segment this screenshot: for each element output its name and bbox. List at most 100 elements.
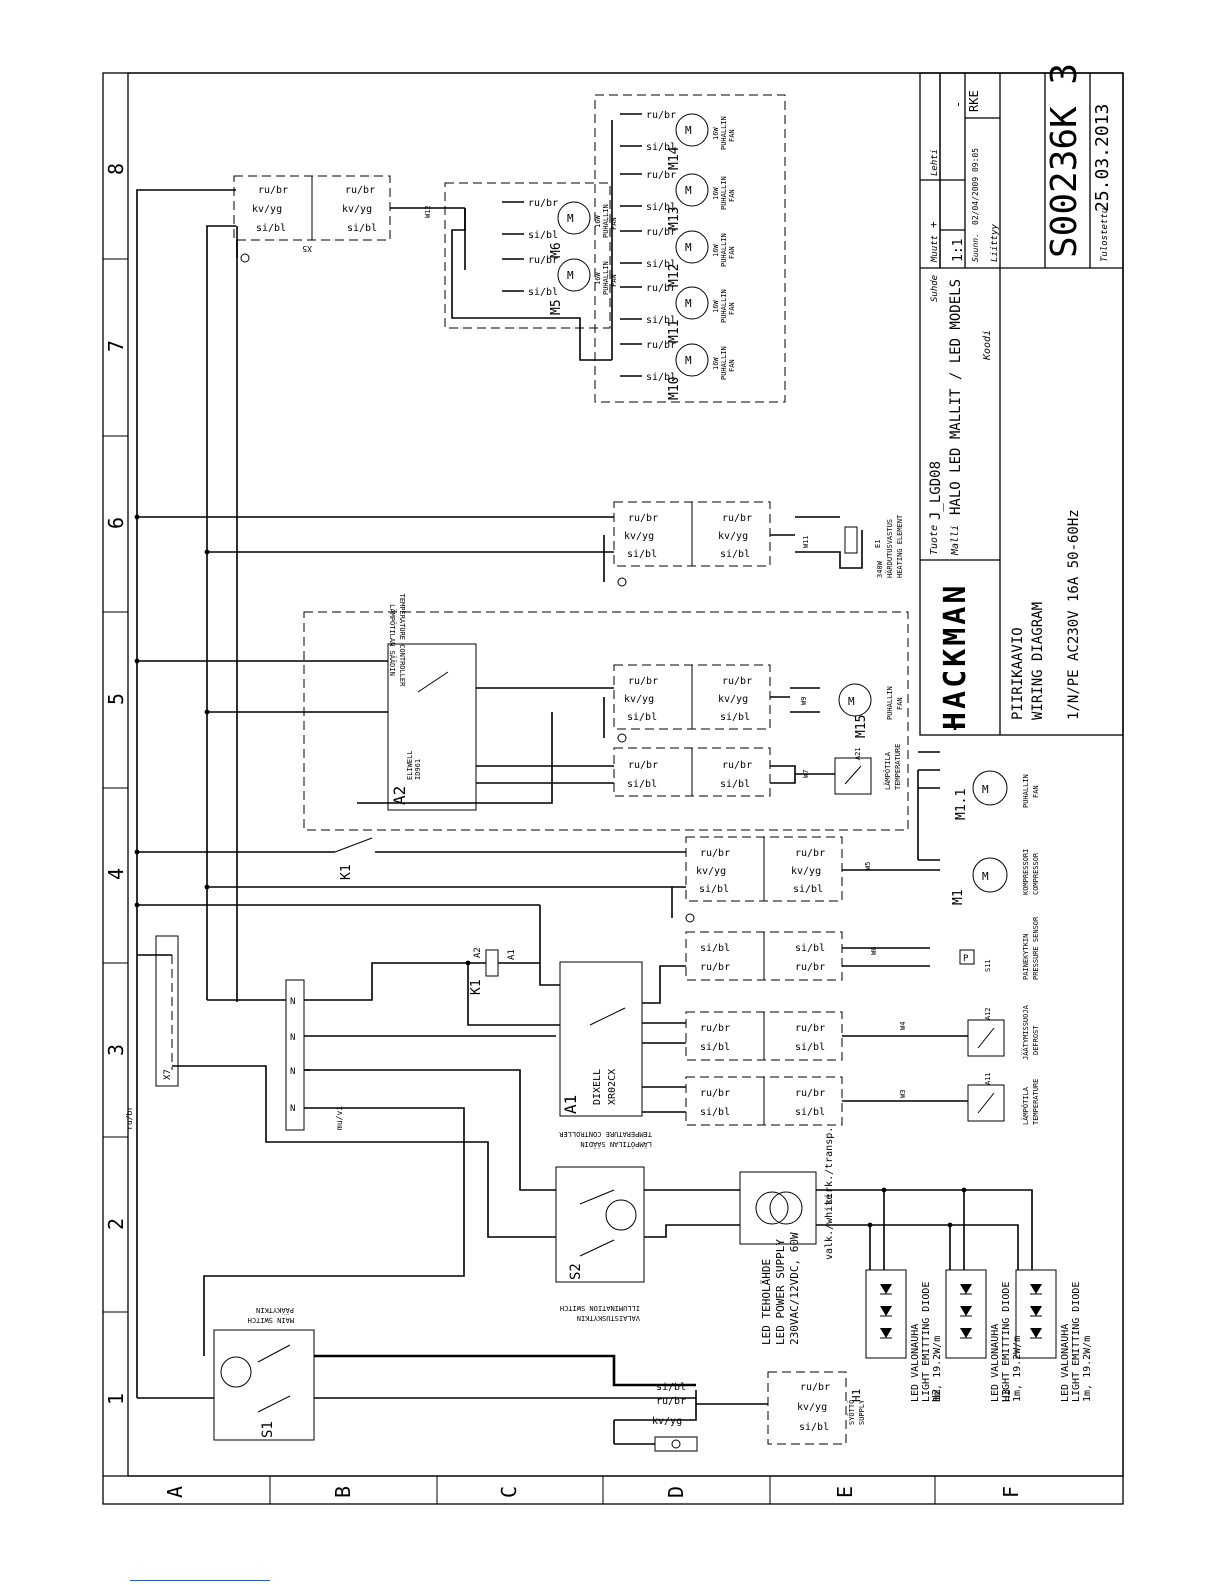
a2-id: A2 [390,786,409,805]
fan-en: FAN [728,302,736,315]
suhde-value: 1:1 [951,239,966,262]
grid-row-labels: A B C D E F [163,1486,1023,1498]
wire-label: kv/yg [342,204,372,215]
fan-fi: PUHALLIN [720,289,728,323]
a1-controller: A1 DIXELL XR02CX LÄMPÖTILAN SÄÄDIN TEMPE… [558,961,652,1149]
wire-label: ru/br [795,962,825,973]
sensor-fi: LÄMPÖTILA [883,751,892,790]
m1-fi: KOMPRESSORI [1022,849,1030,895]
title-block: Muutt + Lehti - Suhde 1:1 Suunn. 02/04/2… [919,63,1124,736]
svg-text:N: N [290,1067,295,1077]
malli-value: HALO LED MALLIT / LED MODELS [948,279,964,515]
tulostettu-value: 25.03.2013 [1092,104,1113,212]
sensor-en: TEMPERATURE [894,744,902,790]
svg-text:N: N [290,1104,295,1114]
terminal-x4: ru/br kv/yg si/bl ru/br kv/yg si/bl [613,501,771,567]
m1-en: COMPRESSOR [1032,852,1040,895]
a2-en: TEMPERATURE CONTROLLER [398,594,406,688]
psu-out-white: valk./white [824,1194,835,1260]
svg-text:M: M [685,354,692,367]
led-id: H3 [1000,1389,1013,1402]
wire-label: ru/br [646,170,676,181]
cable-label: W4 [899,1022,907,1030]
wire-label: ru/br [795,1023,825,1034]
wire-label: si/bl [646,202,676,213]
k1-coil: K1 A2 A1 [469,947,517,995]
fan-en: FAN [728,246,736,259]
led-fi: LED VALONAUHA [990,1324,1001,1402]
wire-label: ru/br [722,513,752,524]
m15-fi: PUHALLIN [886,686,894,720]
cable-label: W7 [802,770,810,778]
wire-label: ru/br [722,760,752,771]
led-id: H1 [850,1389,863,1402]
led-en: LIGHT EMITTING DIODE [921,1282,932,1402]
wire-label: mu/vi [335,1106,344,1130]
fan-en: FAN [728,189,736,202]
drawing-title-fi: PIIRIKAAVIO [1010,627,1026,720]
cable-label: W6 [870,947,878,955]
svg-text:M: M [685,241,692,254]
wire-label: si/bl [720,549,750,560]
wire-label: kv/yg [718,531,748,542]
row-label: A [163,1486,187,1498]
row-label: E [833,1486,857,1498]
grid-column-ticks [103,258,936,1504]
fan-id: M14 [667,146,682,170]
psu-out-transp: kirk./transp. [824,1127,835,1205]
k1-contact: K1 [334,837,373,880]
k1-id: K1 [339,864,354,880]
fan-fi: PUHALLIN [720,116,728,150]
s1-en: MAIN SWITCH [248,1316,294,1324]
wire-label: si/bl [528,230,558,241]
s11-fi: PAINEKYTKIN [1022,934,1030,980]
a2-model: ID961 [414,759,422,780]
fan-power: 16W [712,127,720,140]
fan-en: FAN [610,274,618,287]
led-fi: LED VALONAUHA [1060,1324,1071,1402]
a1-model: XR02CX [607,1069,618,1105]
malli-label: Malli [950,525,961,556]
wire-label: kv/yg [718,694,748,705]
m1-id: M1 [951,889,966,905]
wire-label: si/bl [699,884,729,895]
sensor-ref: A12 [984,1007,992,1020]
main-bus-lines: ru/br [125,189,686,1398]
fan-m11: M M1.1 PUHALLIN FAN [918,751,1040,820]
cable-label: W3 [899,1090,907,1098]
wire-label: ru/br [646,283,676,294]
terminal-x3: ru/br kv/yg si/bl ru/br kv/yg si/bl [613,664,771,730]
liittyy-label: Liittyy [990,223,1000,262]
wire-label: ru/br [795,1088,825,1099]
led-power-supply: LED TEHOLÄHDE LED POWER SUPPLY 230VAC/12… [739,1127,835,1345]
lehti-value: - [951,101,965,108]
terminal-x2: N N N N [285,979,305,1131]
wire-label: ru/br [722,676,752,687]
led-en: LIGHT EMITTING DIODE [1071,1282,1082,1402]
wire-label: kv/yg [791,866,821,877]
wire-label: ru/br [795,848,825,859]
k1-a2: A2 [473,947,483,958]
supply-en: SUPPLY [858,1399,866,1425]
fan-id: M12 [667,264,682,287]
wire-label: ru/br [345,185,375,196]
fan-id: M10 [667,377,682,400]
wire-label: si/bl [656,1382,686,1393]
terminal-x5: ru/br kv/yg si/bl ru/br kv/yg si/bl X5 [233,175,391,253]
wire-label: ru/br [646,110,676,121]
wire-label: ru/br [700,848,730,859]
wire-label: si/bl [720,779,750,790]
wire-label: si/bl [646,259,676,270]
col-label: 2 [104,1218,128,1230]
m15-en: FAN [896,697,904,710]
wire-label: kv/yg [797,1402,827,1413]
grid-column-labels: 8 7 6 5 4 3 2 1 [104,163,128,1405]
x7-label: X7 [163,1069,173,1080]
sensor-en: TEMPERATURE [1032,1079,1040,1125]
